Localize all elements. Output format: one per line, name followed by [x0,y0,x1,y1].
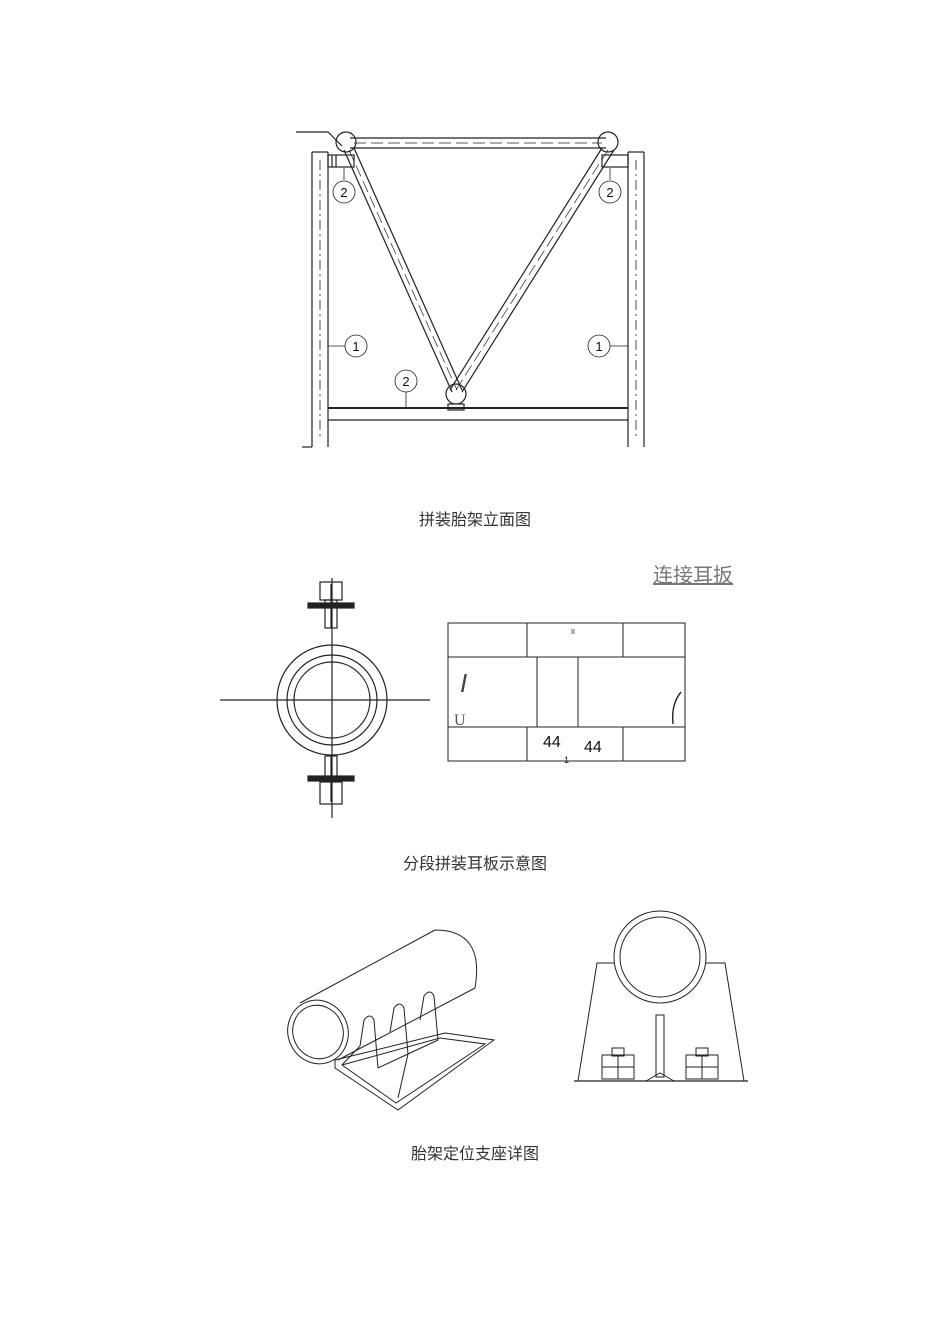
dimension-b: 44 [584,739,602,756]
callout-1-right: 1 [595,339,602,354]
connecting-ear-plate-label: 连接耳扳 [653,563,733,587]
callout-2-bottom: 2 [402,374,409,389]
callout-1-left: 1 [352,339,359,354]
detail-left-letter: U [454,712,466,729]
dimension-a: 44 [543,734,561,751]
detail-left-mark: I [460,668,467,698]
figure-1-caption: 拼装胎架立面图 [418,510,531,529]
support-isometric-drawing [287,929,496,1111]
ear-plate-section-drawing [220,578,430,818]
callout-2-top-right: 2 [606,185,613,200]
support-elevation-drawing [574,910,748,1082]
jig-elevation-drawing: 2 2 1 1 2 [296,131,645,448]
ear-plate-detail-drawing: II I U 44 44 1 [447,622,686,765]
dimension-sub-mark: 1 [564,755,569,765]
detail-top-mark: II [571,629,575,636]
callout-2-top-left: 2 [340,185,347,200]
figure-3-caption: 胎架定位支座详图 [410,1144,539,1163]
figure-2-caption: 分段拼装耳板示意图 [402,854,547,873]
